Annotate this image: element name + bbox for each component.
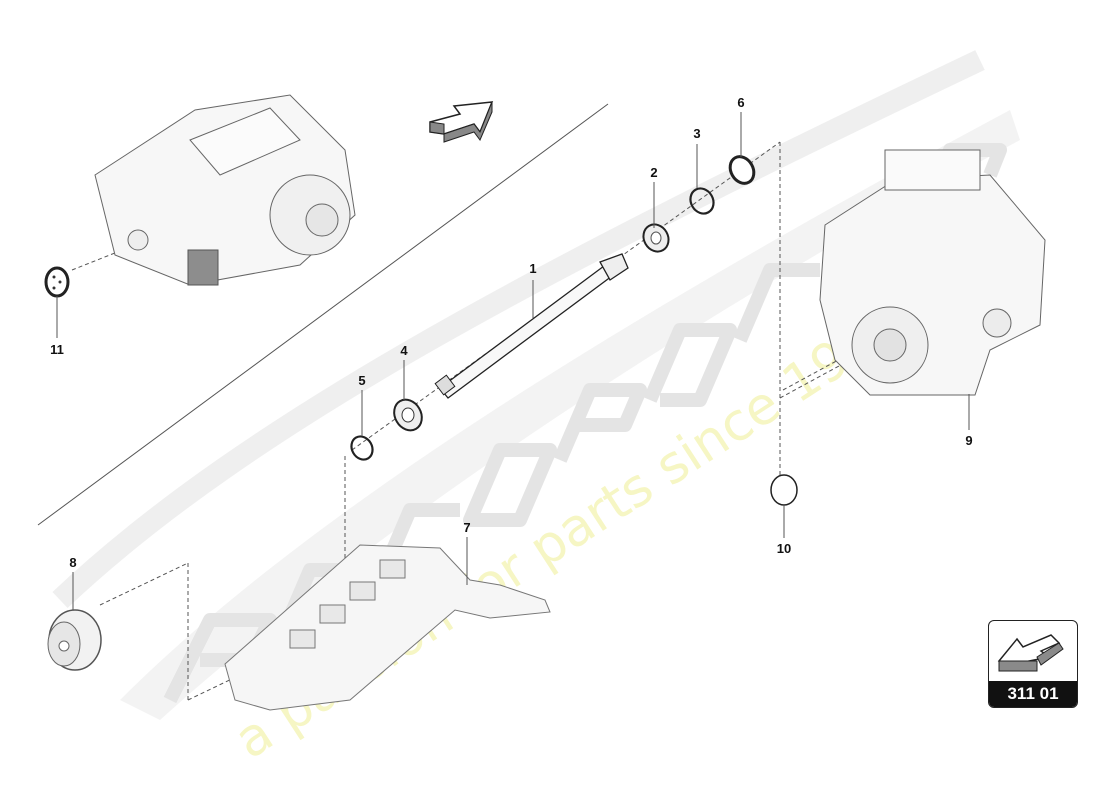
part-5-circlip [350,435,374,461]
callout-4[interactable]: 4 [400,343,408,358]
callout-7[interactable]: 7 [463,520,471,535]
part-8-pulley-cap [47,609,102,671]
part-7-housing [224,544,551,711]
view-direction-arrow-icon [429,101,494,143]
part-10-plug [770,474,798,506]
callout-1[interactable]: 1 [529,261,537,276]
part-11-cover-plate [44,266,70,298]
callout-5[interactable]: 5 [358,373,366,388]
gearbox-upper-left [94,94,356,286]
back-arrow-icon [997,634,1064,672]
part-1-shaft [434,253,629,399]
callout-9[interactable]: 9 [965,433,973,448]
page-reference-badge[interactable]: 311 01 [988,620,1078,708]
callout-8[interactable]: 8 [69,555,77,570]
part-4-ball-bearing [393,398,423,432]
callout-3[interactable]: 3 [693,126,701,141]
separator-line [37,103,609,526]
callout-11[interactable]: 11 [50,342,64,357]
part-6-seal-ring [728,155,756,185]
part-9-gearbox [819,149,1046,396]
callout-6[interactable]: 6 [737,95,745,110]
callout-10[interactable]: 10 [776,541,792,556]
part-2-bearing [642,223,670,253]
callout-2[interactable]: 2 [650,165,658,180]
callout-leader-lines [56,112,970,610]
page-reference-number: 311 01 [989,681,1077,707]
part-3-circlip [689,187,715,215]
